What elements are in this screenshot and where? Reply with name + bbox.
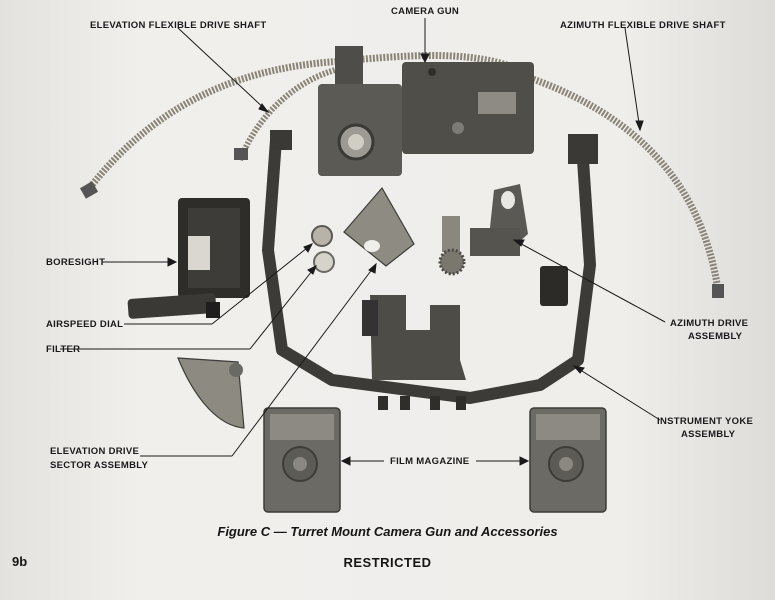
film-magazine-left bbox=[263, 407, 341, 513]
leader-lines bbox=[60, 18, 666, 466]
filter-part bbox=[313, 251, 335, 273]
page-number: 9b bbox=[12, 554, 28, 569]
shaft-end-right bbox=[712, 284, 724, 298]
boresight-device bbox=[127, 198, 250, 319]
yoke-clips bbox=[378, 396, 466, 410]
yoke-junction-box bbox=[540, 266, 568, 306]
label-camera-gun: CAMERA GUN bbox=[391, 6, 460, 17]
label-elevation-sector-line2: SECTOR ASSEMBLY bbox=[50, 460, 149, 471]
airspeed-dial-part bbox=[311, 225, 333, 247]
label-instrument-yoke-line2: ASSEMBLY bbox=[681, 429, 736, 440]
label-elevation-flexible-drive-shaft: ELEVATION FLEXIBLE DRIVE SHAFT bbox=[90, 20, 267, 31]
label-azimuth-drive-line2: ASSEMBLY bbox=[688, 331, 743, 342]
label-boresight: BORESIGHT bbox=[46, 257, 106, 268]
film-magazine-right bbox=[529, 407, 607, 513]
label-azimuth-flexible-drive-shaft: AZIMUTH FLEXIBLE DRIVE SHAFT bbox=[560, 20, 726, 31]
classification-marking: RESTRICTED bbox=[343, 555, 432, 570]
yoke-mount-left bbox=[270, 130, 292, 150]
label-airspeed-dial: AIRSPEED DIAL bbox=[46, 319, 124, 330]
shaft-end-inner bbox=[234, 148, 248, 160]
yoke-mount-right bbox=[568, 134, 598, 164]
label-azimuth-drive-line1: AZIMUTH DRIVE bbox=[670, 318, 749, 329]
shaft-end-left bbox=[79, 181, 99, 199]
label-filter: FILTER bbox=[46, 344, 81, 355]
center-bracket bbox=[370, 295, 466, 380]
elevation-flexible-drive-shaft-inner bbox=[237, 67, 336, 162]
instrument-yoke bbox=[262, 139, 596, 404]
label-instrument-yoke-line1: INSTRUMENT YOKE bbox=[657, 416, 754, 427]
label-film-magazine: FILM MAGAZINE bbox=[390, 456, 470, 467]
label-elevation-sector-line1: ELEVATION DRIVE bbox=[50, 446, 140, 457]
azimuth-drive-assembly bbox=[438, 184, 528, 276]
elevation-drive-sector bbox=[343, 186, 415, 267]
azimuth-flexible-drive-shaft bbox=[528, 74, 722, 291]
elevation-drive-sector-left bbox=[177, 357, 245, 429]
figure-caption: Figure C — Turret Mount Camera Gun and A… bbox=[217, 524, 558, 539]
camera-gun bbox=[318, 46, 534, 176]
